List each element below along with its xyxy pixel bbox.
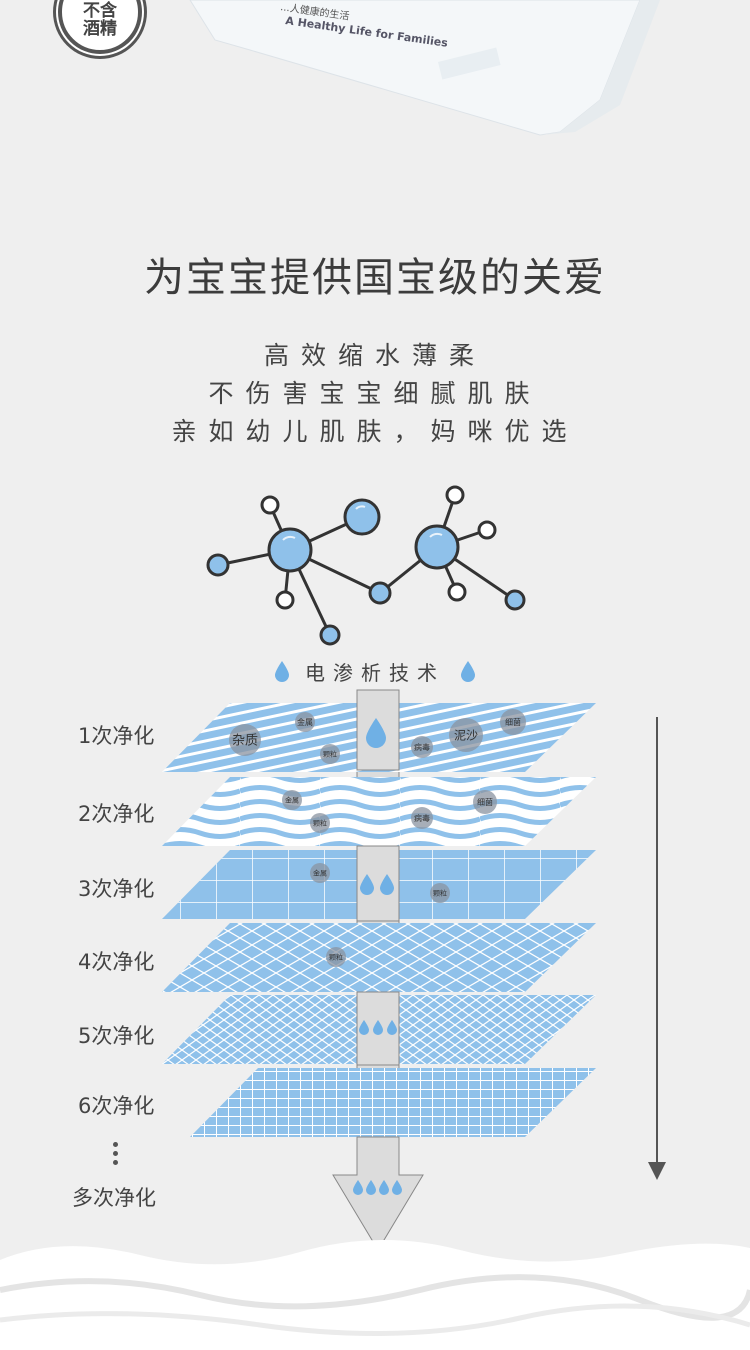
particle-label: 杂质	[232, 734, 258, 749]
particle: 细菌	[500, 709, 526, 735]
badge-line1: 不含	[83, 1, 117, 21]
layer-label-6: 6次净化	[78, 1094, 155, 1118]
water-drop-icon	[461, 660, 475, 682]
subtitle-line1: 高效缩水薄柔	[263, 341, 486, 370]
particle-label: 金属	[297, 717, 313, 727]
layer-label-2: 2次净化	[78, 802, 155, 826]
particle: 杂质	[229, 724, 261, 756]
particle-label: 颗粒	[433, 889, 447, 898]
tech-title: 电渗析技术	[0, 657, 750, 686]
particle-label: 泥沙	[454, 728, 478, 742]
molecule-icon	[206, 485, 526, 646]
particle: 病毒	[411, 807, 433, 829]
particle: 颗粒	[326, 947, 346, 967]
product-package-image: ...人健康的生活 A Healthy Life for Families	[189, 0, 660, 136]
particle: 病毒	[411, 736, 433, 758]
particle-label: 细菌	[477, 797, 493, 807]
tissue-image	[0, 1239, 750, 1350]
particle-label: 颗粒	[313, 819, 327, 828]
particle: 金属	[282, 790, 302, 810]
subtitle-line2: 不伤害宝宝细腻肌肤	[208, 379, 542, 408]
particle: 金属	[295, 712, 315, 732]
particle: 泥沙	[449, 718, 483, 752]
down-arrow-head	[648, 1162, 666, 1180]
particle-label: 病毒	[414, 742, 430, 752]
badge-line2: 酒精	[83, 19, 117, 39]
particle-label: 病毒	[414, 813, 430, 823]
subtitle-line3: 亲如幼儿肌肤，妈咪优选	[171, 417, 579, 446]
particle-label: 金属	[285, 796, 299, 805]
particle: 细菌	[473, 790, 497, 814]
particle-label: 颗粒	[323, 750, 337, 759]
particle-label: 细菌	[505, 717, 521, 727]
water-drop-icon	[275, 660, 289, 682]
particle-label: 颗粒	[329, 953, 343, 962]
particle: 颗粒	[430, 883, 450, 903]
particle-label: 金属	[313, 869, 327, 878]
ellipsis-icon	[113, 1142, 118, 1169]
layer-label-final: 多次净化	[72, 1186, 156, 1210]
particle: 颗粒	[310, 813, 330, 833]
layer-label-3: 3次净化	[78, 877, 155, 901]
particle: 金属	[310, 863, 330, 883]
particle: 颗粒	[320, 744, 340, 764]
tech-label: 电渗析技术	[305, 661, 445, 685]
layer-label-1: 1次净化	[78, 724, 155, 748]
headline: 为宝宝提供国宝级的关爱	[144, 255, 606, 301]
layer-label-5: 5次净化	[78, 1024, 155, 1048]
down-arrow-icon	[656, 717, 658, 1177]
layer-label-4: 4次净化	[78, 950, 155, 974]
